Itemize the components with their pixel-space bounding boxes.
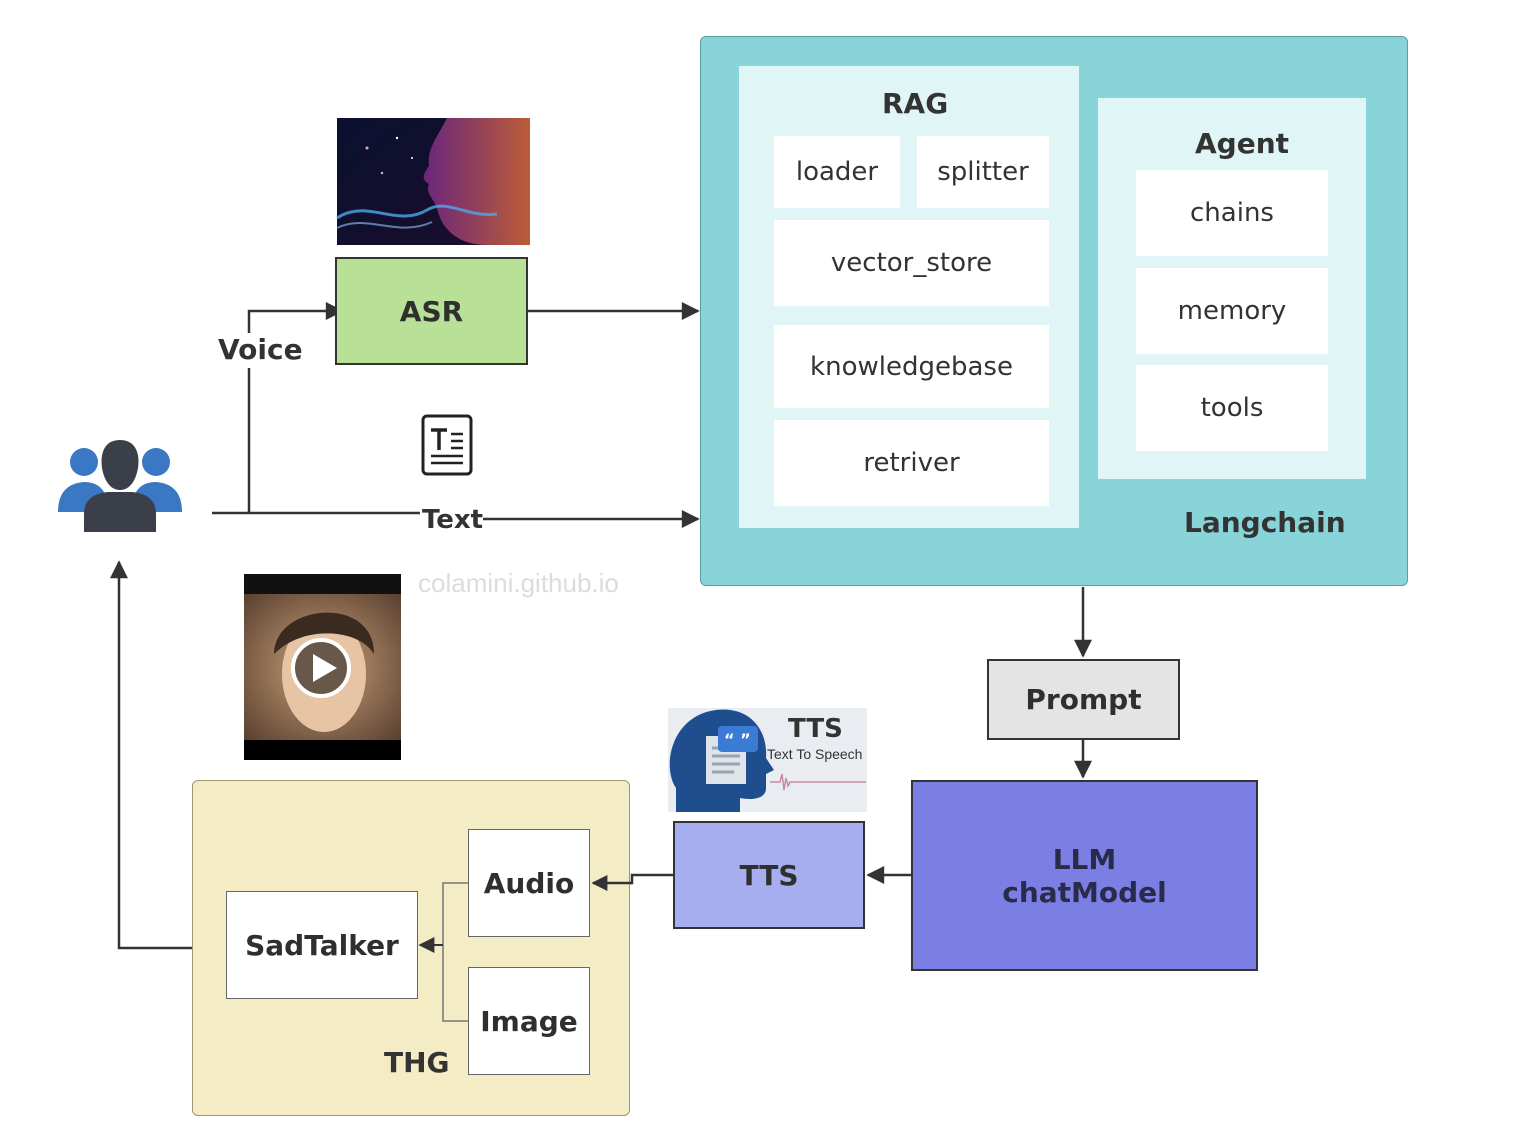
play-icon[interactable] [289, 636, 353, 700]
rag-item-splitter: splitter [917, 136, 1049, 208]
rag-item-vector-store: vector_store [774, 220, 1049, 306]
agent-item-tools: tools [1136, 365, 1328, 451]
voice-ai-image [336, 118, 530, 245]
langchain-title: Langchain [1184, 506, 1346, 539]
audio-node: Audio [468, 829, 590, 937]
tts-head-icon: “ ” [669, 709, 774, 812]
prompt-node: Prompt [987, 659, 1180, 740]
agent-item-memory: memory [1136, 268, 1328, 354]
users-icon [58, 440, 182, 532]
text-label: Text [422, 505, 484, 535]
tts-banner-title: TTS [788, 714, 843, 744]
text-document-icon [421, 414, 473, 476]
voice-label: Voice [218, 333, 303, 366]
llm-label: LLM [1052, 842, 1117, 876]
asr-node: ASR [335, 257, 528, 365]
svg-text:“ ”: “ ” [724, 730, 751, 749]
llm-node: LLM chatModel [911, 780, 1258, 971]
audio-waveform-icon [770, 773, 866, 791]
rag-item-retriver: retriver [774, 420, 1049, 506]
chat-model-label: chatModel [1002, 875, 1167, 909]
watermark: colamini.github.io [418, 568, 619, 598]
rag-item-knowledgebase: knowledgebase [774, 325, 1049, 408]
image-node: Image [468, 967, 590, 1075]
text-edge [212, 513, 698, 519]
rag-item-loader: loader [774, 136, 900, 208]
tts-banner-subtitle: Text To Speech [767, 746, 863, 762]
talking-head-video-thumbnail[interactable] [244, 574, 401, 760]
agent-title: Agent [1195, 127, 1290, 160]
tts-node: TTS [673, 821, 865, 929]
voice-edge [247, 311, 342, 513]
thg-title: THG [384, 1046, 450, 1079]
sadtalker-node: SadTalker [226, 891, 418, 999]
rag-title: RAG [882, 87, 949, 120]
thg-to-users-edge [110, 560, 192, 950]
tts-banner-image: “ ” TTS Text To Speech [668, 708, 867, 812]
agent-item-chains: chains [1136, 170, 1328, 256]
